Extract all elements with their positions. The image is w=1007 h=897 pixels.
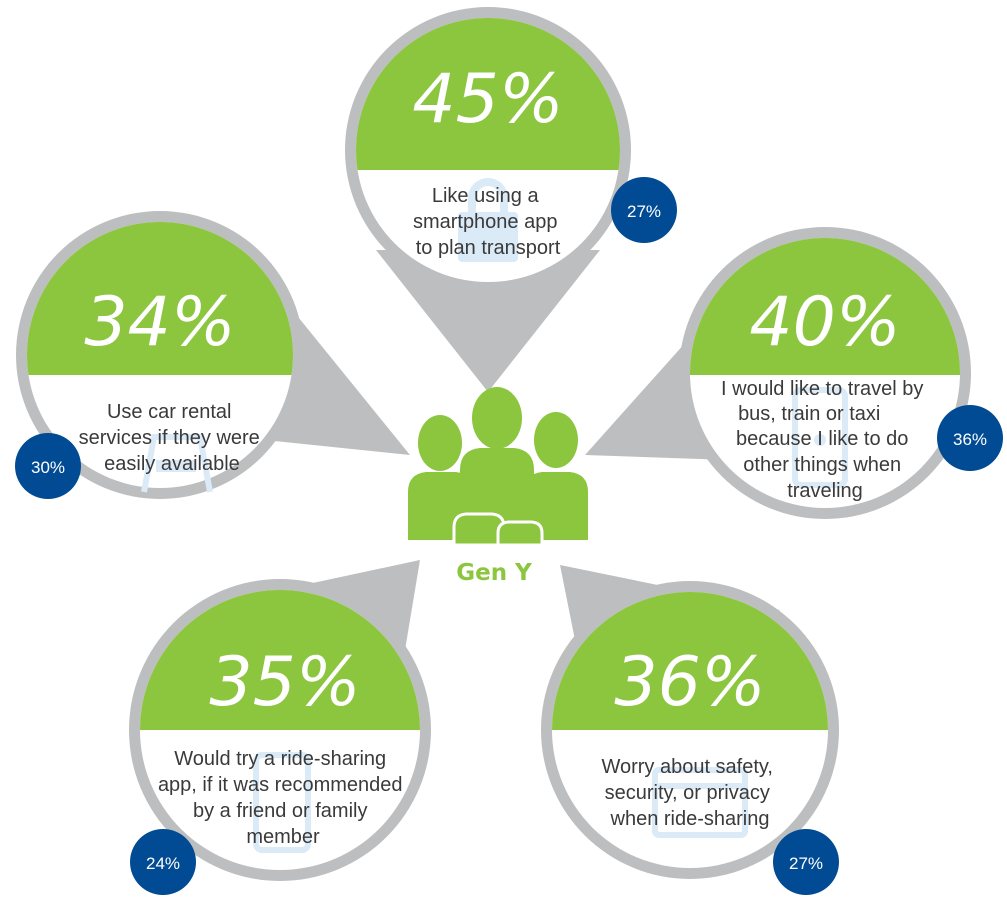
small-percent-badge [937,405,1003,471]
bubble-top: 45% Like using a smartphone app to plan … [345,7,677,293]
lock-icon [458,178,518,262]
description-line: traveling [787,480,863,502]
big-percent: 35% [209,643,360,722]
description-line: to plan transport [416,237,561,259]
description-line: Use car rental [107,401,232,423]
bubble-description: Worry about safety, security, or privacy… [601,756,778,830]
small-percent-badge [130,829,196,895]
bubble-description: Would try a ride-sharing app, if it was … [158,748,408,848]
big-percent: 34% [84,283,235,362]
description-line: app, if it was recommended [158,774,403,796]
people-group-icon [408,387,588,547]
small-percent-badge [611,177,677,243]
bubble-description: I would like to travel by bus, train or … [721,378,929,502]
description-line: services if they were [79,427,260,449]
description-line: I would like to travel by [721,378,923,400]
bubble-description: Use car rental services if they were eas… [79,401,266,475]
small-percent: 30% [31,458,65,477]
small-percent: 36% [953,430,987,449]
description-line: Worry about safety, [601,756,773,778]
small-percent-badge [15,433,81,499]
small-percent: 24% [146,854,180,873]
description-line: Would try a ride-sharing [174,748,386,770]
big-percent: 45% [412,60,563,139]
description-line: Like using a [432,185,540,207]
small-percent: 27% [627,202,661,221]
description-line: when ride-sharing [610,808,770,830]
description-line: bus, train or taxi [738,403,880,425]
description-line: smartphone app [413,211,558,233]
description-line: security, or privacy [605,782,770,804]
phone-icon [792,387,848,488]
big-percent: 36% [614,643,765,722]
description-line: easily available [104,453,240,475]
bubble-bottom-right: 36% Worry about safety, security, or pri… [541,581,839,895]
browser-window-icon [652,767,748,838]
bubble-left: 34% Use car rental services if they were… [15,211,304,499]
small-percent-badge [773,829,839,895]
bubble-right: 40% I would like to travel by bus, train… [679,227,1003,519]
description-line: because I like to do [736,428,908,450]
description-line: by a friend or family [193,800,368,822]
car-icon [141,434,213,493]
bubble-bottom-left: 35% Would try a ride-sharing app, if it … [129,579,431,895]
small-percent: 27% [789,854,823,873]
tail-top [376,250,600,392]
big-percent: 40% [749,283,900,362]
tablet-icon [253,752,311,853]
center-label: Gen Y [456,560,532,586]
description-line: other things when [743,454,901,476]
description-line: member [246,826,320,848]
bubble-description: Like using a smartphone app to plan tran… [413,185,563,259]
